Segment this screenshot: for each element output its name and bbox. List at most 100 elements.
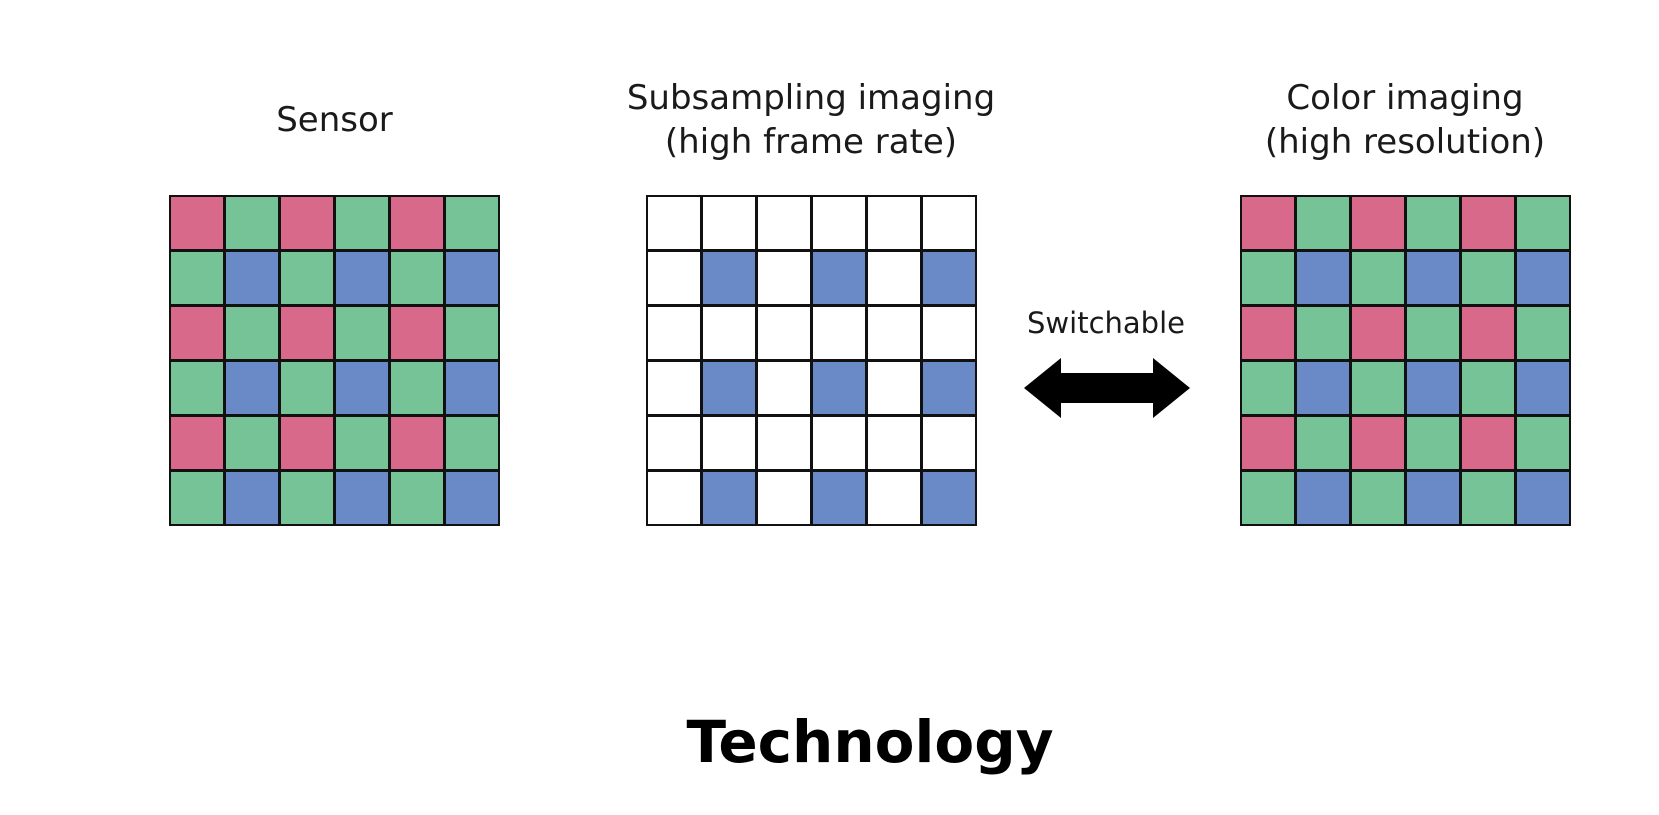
empty-pixel [703,417,755,469]
empty-pixel [868,362,920,414]
blue-pixel [1407,252,1459,304]
blue-pixel [226,362,278,414]
empty-pixel [868,307,920,359]
color-imaging-title-line-2: (high resolution) [1264,122,1546,162]
green-pixel [1352,472,1404,524]
red-pixel [171,417,223,469]
green-pixel [226,197,278,249]
blue-pixel [703,362,755,414]
blue-pixel [1297,472,1349,524]
blue-pixel [923,472,975,524]
empty-pixel [648,417,700,469]
green-pixel [281,252,333,304]
red-pixel [1242,417,1294,469]
green-pixel [1242,362,1294,414]
color-imaging-grid [1240,195,1571,526]
empty-pixel [868,252,920,304]
blue-pixel [446,472,498,524]
empty-pixel [758,472,810,524]
red-pixel [391,197,443,249]
green-pixel [391,252,443,304]
green-pixel [446,197,498,249]
blue-pixel [813,362,865,414]
green-pixel [1352,362,1404,414]
empty-pixel [813,417,865,469]
red-pixel [1242,197,1294,249]
sensor-title-line-1: Sensor [276,100,393,140]
red-pixel [1462,417,1514,469]
blue-pixel [703,252,755,304]
green-pixel [171,362,223,414]
double-headed-arrow-icon [1024,358,1190,418]
blue-pixel [1407,362,1459,414]
empty-pixel [648,362,700,414]
red-pixel [1242,307,1294,359]
green-pixel [446,417,498,469]
green-pixel [446,307,498,359]
green-pixel [281,472,333,524]
red-pixel [1352,307,1404,359]
empty-pixel [758,197,810,249]
green-pixel [281,362,333,414]
blue-pixel [1297,362,1349,414]
green-pixel [1297,197,1349,249]
green-pixel [1242,472,1294,524]
blue-pixel [923,362,975,414]
blue-pixel [226,472,278,524]
red-pixel [171,197,223,249]
red-pixel [1352,417,1404,469]
red-pixel [281,197,333,249]
sensor-title: Sensor [169,98,500,142]
red-pixel [391,307,443,359]
empty-pixel [648,472,700,524]
empty-pixel [703,307,755,359]
green-pixel [1517,307,1569,359]
green-pixel [1517,197,1569,249]
red-pixel [391,417,443,469]
green-pixel [171,472,223,524]
empty-pixel [923,417,975,469]
empty-pixel [813,307,865,359]
blue-pixel [336,252,388,304]
blue-pixel [923,252,975,304]
green-pixel [336,417,388,469]
technology-heading: Technology [686,708,1054,776]
green-pixel [391,472,443,524]
green-pixel [171,252,223,304]
empty-pixel [758,307,810,359]
red-pixel [281,307,333,359]
empty-pixel [868,472,920,524]
arrow-shape [1024,358,1190,418]
green-pixel [1297,417,1349,469]
green-pixel [226,417,278,469]
green-pixel [1462,362,1514,414]
switchable-label: Switchable [1027,306,1185,340]
red-pixel [1462,197,1514,249]
subsampling-grid [646,195,977,526]
empty-pixel [758,252,810,304]
empty-pixel [923,197,975,249]
empty-pixel [868,197,920,249]
color-imaging-title-line-1: Color imaging [1286,78,1524,118]
subsampling-title: Subsampling imaging (high frame rate) [561,76,1061,164]
green-pixel [1297,307,1349,359]
empty-pixel [923,307,975,359]
blue-pixel [336,472,388,524]
green-pixel [1517,417,1569,469]
empty-pixel [703,197,755,249]
blue-pixel [1517,362,1569,414]
green-pixel [1407,197,1459,249]
green-pixel [1462,472,1514,524]
color-imaging-title: Color imaging (high resolution) [1155,76,1655,164]
red-pixel [281,417,333,469]
green-pixel [1407,417,1459,469]
red-pixel [1352,197,1404,249]
blue-pixel [813,252,865,304]
empty-pixel [648,197,700,249]
blue-pixel [226,252,278,304]
green-pixel [336,197,388,249]
empty-pixel [758,362,810,414]
blue-pixel [1407,472,1459,524]
empty-pixel [758,417,810,469]
blue-pixel [813,472,865,524]
